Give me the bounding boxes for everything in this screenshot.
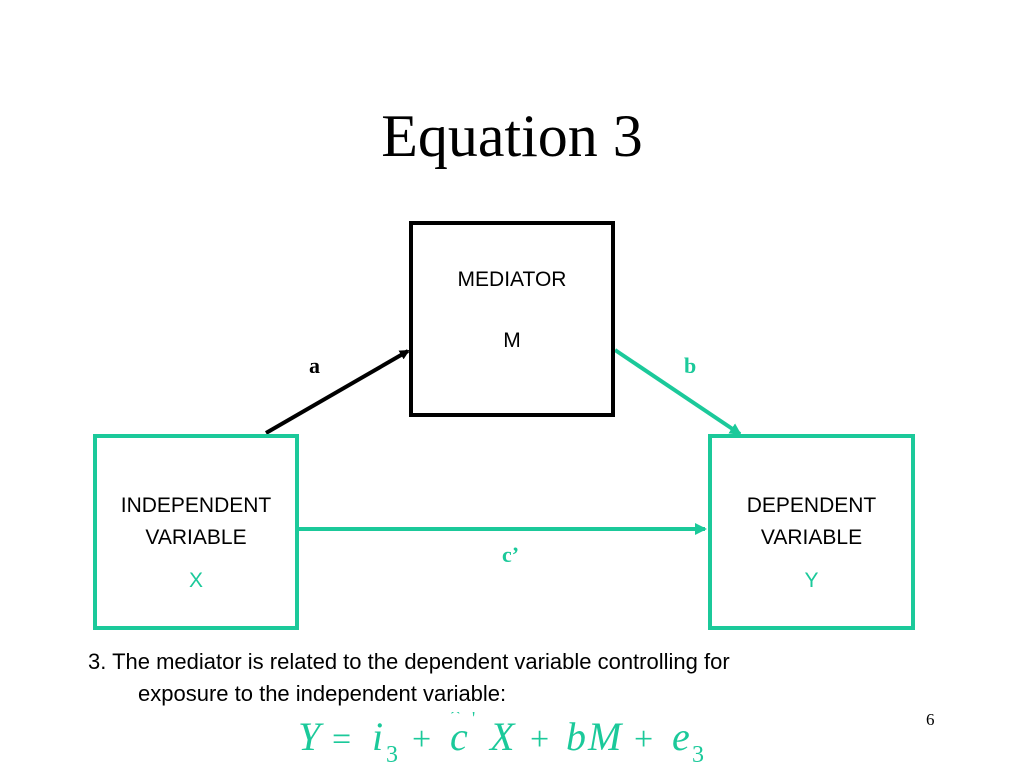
svg-text:Y: Y [298, 714, 324, 759]
caption-line1: 3. The mediator is related to the depend… [88, 649, 730, 674]
svg-text:ˆ: ˆ [568, 712, 577, 726]
dependent-symbol: Y [804, 569, 819, 592]
independent-symbol: X [188, 569, 203, 592]
svg-text:c: c [450, 714, 468, 759]
equation: Y = i3 + ĉ' X + b̂M + e3 Y = i 3 + c ˆ '… [296, 712, 736, 768]
svg-text:': ' [472, 712, 475, 728]
path-label-b: b [684, 353, 697, 378]
svg-text:b: b [566, 714, 586, 759]
mediator-box: MEDIATOR M [409, 221, 615, 417]
arrow-b [613, 348, 742, 436]
svg-text:ˆ: ˆ [451, 712, 460, 734]
svg-text:e: e [672, 714, 690, 759]
svg-text:3: 3 [692, 742, 704, 768]
path-label-a: a [309, 353, 320, 378]
dependent-variable-box: DEPENDENT VARIABLE Y [708, 434, 915, 630]
svg-text:i: i [372, 714, 383, 759]
arrow-a [264, 349, 410, 435]
path-label-c-prime: c’ [502, 542, 520, 567]
svg-text:+: + [412, 721, 431, 758]
svg-text:+: + [634, 721, 653, 758]
caption-line2: exposure to the independent variable: [138, 681, 507, 706]
dependent-line1: DEPENDENT [746, 494, 877, 517]
independent-variable-box: INDEPENDENT VARIABLE X [93, 434, 299, 630]
svg-text:+: + [530, 721, 549, 758]
dependent-line2: VARIABLE [760, 526, 863, 549]
mediator-symbol: M [503, 329, 521, 352]
caption: 3. The mediator is related to the depend… [88, 646, 948, 710]
mediator-label: MEDIATOR [457, 268, 567, 291]
independent-line2: VARIABLE [145, 526, 247, 549]
svg-text:=: = [332, 721, 351, 758]
independent-line1: INDEPENDENT [120, 494, 272, 517]
page-number: 6 [926, 710, 935, 729]
equation-render: Y = i 3 + c ˆ ' X + b ˆ M + e 3 [298, 712, 704, 768]
slide-title: Equation 3 [381, 103, 643, 169]
svg-text:M: M [587, 714, 624, 759]
svg-text:X: X [488, 714, 516, 759]
svg-text:3: 3 [386, 742, 398, 768]
